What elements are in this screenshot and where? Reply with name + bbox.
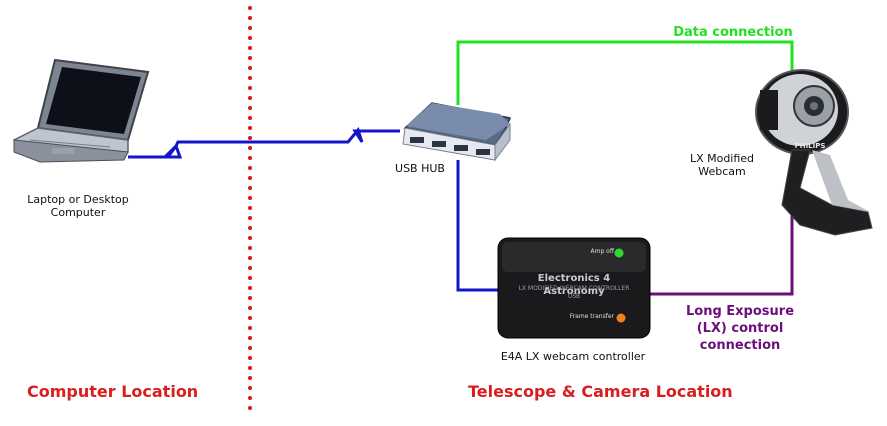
- controller-usb-text: USB: [567, 293, 581, 300]
- frame-transfer-led: [616, 313, 626, 323]
- controller-brand-text: Electronics 4 Astronomy: [537, 273, 611, 297]
- laptop-label: Laptop or Desktop Computer: [18, 193, 138, 219]
- webcam-label: LX Modified Webcam: [682, 152, 762, 178]
- usb-hub-icon: [402, 102, 512, 162]
- webcam-label-line: Webcam: [698, 165, 746, 178]
- laptop-label-line: Computer: [50, 206, 106, 219]
- laptop-label-line: Laptop or Desktop: [27, 193, 129, 206]
- lx-connection-label-line: connection: [699, 338, 781, 353]
- lx-connection-label: Long Exposure (LX) control connection: [670, 303, 810, 354]
- data-connection-label: Data connection: [673, 25, 793, 40]
- controller-label: E4A LX webcam controller: [500, 350, 646, 363]
- amp-off-led: [614, 248, 624, 258]
- controller-subtitle-text: LX MODIFIED WEBCAM CONTROLLER: [518, 285, 630, 292]
- usb-cable-laptop-hub: [128, 126, 400, 159]
- laptop-icon: [12, 58, 150, 163]
- webcam-brand-text: PHILIPS: [794, 142, 826, 150]
- telescope-location-label: Telescope & Camera Location: [468, 382, 733, 401]
- data-connection-line: [456, 40, 794, 105]
- lx-connection-label-line: (LX) control: [696, 321, 784, 336]
- webcam-icon: [755, 69, 873, 236]
- amp-off-text: Amp off: [590, 248, 614, 255]
- computer-location-label: Computer Location: [27, 382, 199, 401]
- usb-hub-label: USB HUB: [395, 162, 445, 175]
- controller-box-icon: [497, 237, 651, 339]
- lx-connection-label-line: Long Exposure: [685, 304, 795, 319]
- webcam-label-line: LX Modified: [689, 152, 755, 165]
- usb-cable-hub-controller: [456, 160, 498, 292]
- frame-transfer-text: Frame transfer: [569, 313, 614, 320]
